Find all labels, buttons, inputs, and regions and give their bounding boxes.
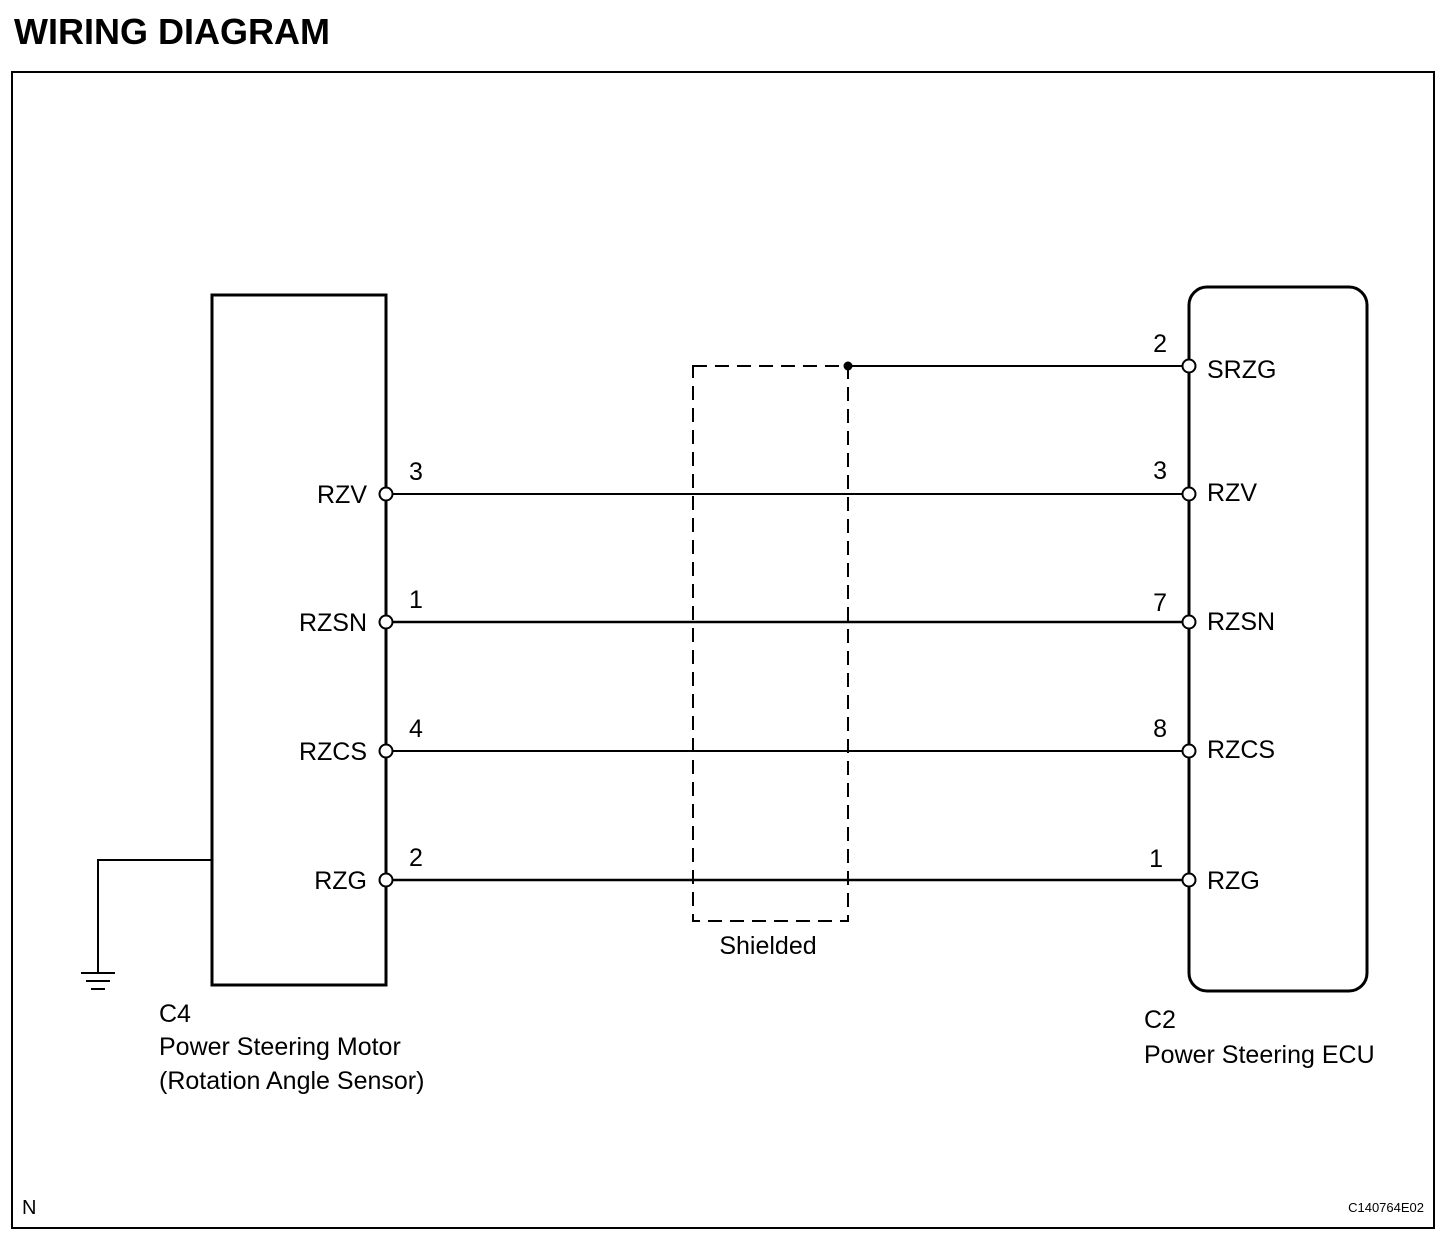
figure-code: C140764E02 [1348, 1200, 1424, 1215]
right-pin-rzsn: RZSN 7 [1153, 589, 1275, 636]
left-pin-number: 1 [409, 586, 423, 614]
pin-terminal [1181, 743, 1197, 759]
shield-label: Shielded [719, 932, 816, 960]
left-pin-signal: RZG [314, 867, 367, 895]
ground-symbol [81, 859, 212, 990]
left-component-name: Power Steering Motor [159, 1033, 401, 1061]
right-pin-rzcs: RZCS 8 [1153, 715, 1275, 764]
right-pin-number: 7 [1153, 589, 1167, 617]
pin-terminal [1181, 872, 1197, 888]
left-pin-number: 4 [409, 715, 423, 743]
left-component-subtitle: (Rotation Angle Sensor) [159, 1067, 424, 1095]
left-pin-rzsn: RZSN 1 [299, 586, 423, 637]
right-pin-number: 8 [1153, 715, 1167, 743]
pin-terminal [1181, 358, 1197, 374]
left-component-code: C4 [159, 1000, 191, 1028]
right-pin-signal: RZG [1207, 867, 1260, 895]
right-pin-signal: SRZG [1207, 356, 1276, 384]
right-pin-rzv: RZV 3 [1153, 457, 1257, 507]
right-pin-number: 1 [1149, 845, 1163, 873]
pin-terminal [378, 872, 394, 888]
pin-terminal [378, 743, 394, 759]
right-pin-signal: RZSN [1207, 608, 1275, 636]
right-pin-signal: RZCS [1207, 736, 1275, 764]
corner-mark: N [22, 1197, 36, 1219]
power-steering-motor-box [210, 293, 388, 987]
left-pin-signal: RZV [317, 481, 367, 509]
pin-terminal [378, 614, 394, 630]
power-steering-ecu-box [1187, 285, 1369, 993]
shield-outline [692, 365, 849, 922]
left-pin-signal: RZCS [299, 738, 367, 766]
diagram-frame [11, 71, 1435, 1229]
right-component-name: Power Steering ECU [1144, 1041, 1375, 1069]
right-pin-srzg: SRZG 2 [1153, 330, 1276, 384]
left-pin-signal: RZSN [299, 609, 367, 637]
page-title: WIRING DIAGRAM [14, 11, 330, 52]
right-pin-number: 2 [1153, 330, 1167, 358]
right-pin-signal: RZV [1207, 479, 1257, 507]
shield-junction-dot [843, 361, 853, 371]
left-pin-number: 2 [409, 844, 423, 872]
pin-terminal [1181, 486, 1197, 502]
left-pin-rzv: RZV 3 [317, 458, 423, 509]
left-pin-rzg: RZG 2 [314, 844, 423, 895]
pin-terminal [378, 486, 394, 502]
left-pin-number: 3 [409, 458, 423, 486]
left-pin-rzcs: RZCS 4 [299, 715, 423, 766]
pin-terminal [1181, 614, 1197, 630]
right-pin-rzg: RZG 1 [1149, 845, 1260, 895]
right-component-code: C2 [1144, 1006, 1176, 1034]
right-pin-number: 3 [1153, 457, 1167, 485]
